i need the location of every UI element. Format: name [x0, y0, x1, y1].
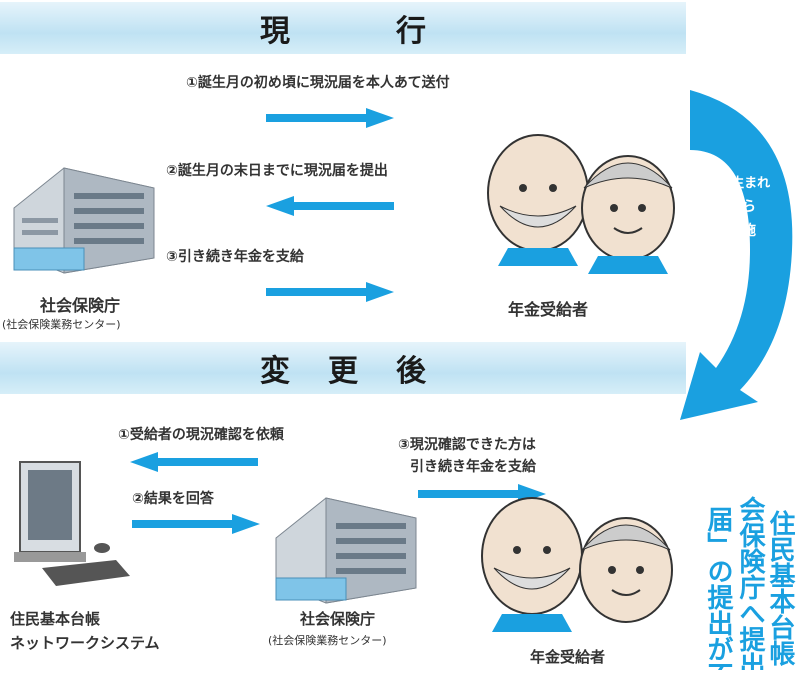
pensioner-couple-icon	[487, 134, 675, 274]
side-note-line3: 順次実施	[700, 223, 756, 239]
side-note-line2: の方から	[700, 199, 756, 215]
after-pensioner-label: 年金受給者	[530, 648, 606, 666]
after-step3-line2: 引き続き年金を支給	[410, 459, 536, 475]
overlay-text-col3: 届」の提出が不	[703, 506, 733, 670]
arrow-right-after-2	[132, 514, 260, 534]
arrow-left-after-1	[130, 452, 258, 472]
overlay-text-col2: 会保険庁へ提出	[735, 496, 765, 670]
current-step3-label: ③引き続き年金を支給	[166, 249, 304, 265]
banner-current-title: 現 行	[260, 14, 464, 49]
arrow-right-3	[266, 282, 394, 302]
current-step1-label: ①誕生月の初め頃に現況届を本人あて送付	[186, 75, 450, 91]
side-note-line1: 12月生まれ	[700, 176, 771, 191]
after-agency-name: 社会保険庁	[300, 610, 376, 628]
pensioner-couple-icon-after	[481, 497, 673, 632]
building-icon-after	[275, 497, 417, 604]
system-line2: ネットワークシステム	[10, 634, 160, 652]
overlay-text-col1: 住民基本台帳	[765, 510, 795, 666]
building-icon	[13, 167, 155, 274]
after-step3-line1: ③現況確認できた方は	[398, 437, 536, 453]
after-agency-sub: (社会保険業務センター)	[268, 634, 387, 647]
after-step1-label: ①受給者の現況確認を依頼	[118, 427, 284, 443]
current-agency-name: 社会保険庁	[40, 296, 121, 315]
current-agency-sub: (社会保険業務センター)	[2, 318, 121, 331]
transition-arrow	[680, 90, 793, 420]
banner-after-title: 変更後	[260, 354, 464, 389]
system-line1: 住民基本台帳	[10, 610, 101, 628]
banner-current: 現 行	[0, 2, 686, 54]
banner-after: 変更後	[0, 342, 686, 394]
arrow-left-2	[266, 196, 394, 216]
current-step2-label: ②誕生月の末日までに現況届を提出	[166, 163, 388, 179]
arrow-right-after-3	[418, 484, 546, 504]
arrow-right-1	[266, 108, 394, 128]
computer-icon	[14, 461, 130, 586]
current-pensioner-label: 年金受給者	[508, 300, 589, 319]
after-step2-label: ②結果を回答	[132, 491, 214, 507]
